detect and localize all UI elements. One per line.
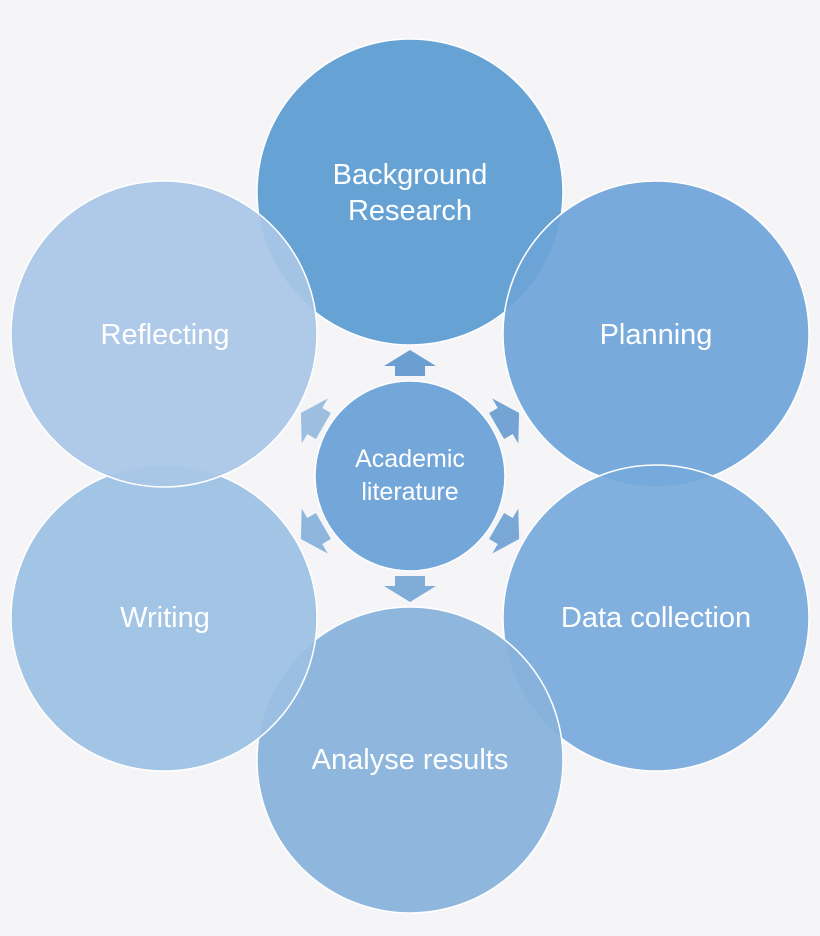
node-circle-reflecting [10, 180, 318, 488]
arrow-to-planning [489, 398, 520, 444]
center-circle [314, 380, 506, 572]
node-circle-analyse-results [256, 606, 564, 914]
arrow-to-data-collection [489, 508, 520, 554]
node-circle-background-research [256, 38, 564, 346]
arrow-to-reflecting [300, 398, 331, 444]
node-circle-writing [10, 464, 318, 772]
arrow-to-writing [300, 508, 331, 554]
arrow-to-analyse-results [384, 576, 436, 602]
node-circle-data-collection [502, 464, 810, 772]
node-circle-planning [502, 180, 810, 488]
arrow-to-background-research [384, 350, 436, 376]
